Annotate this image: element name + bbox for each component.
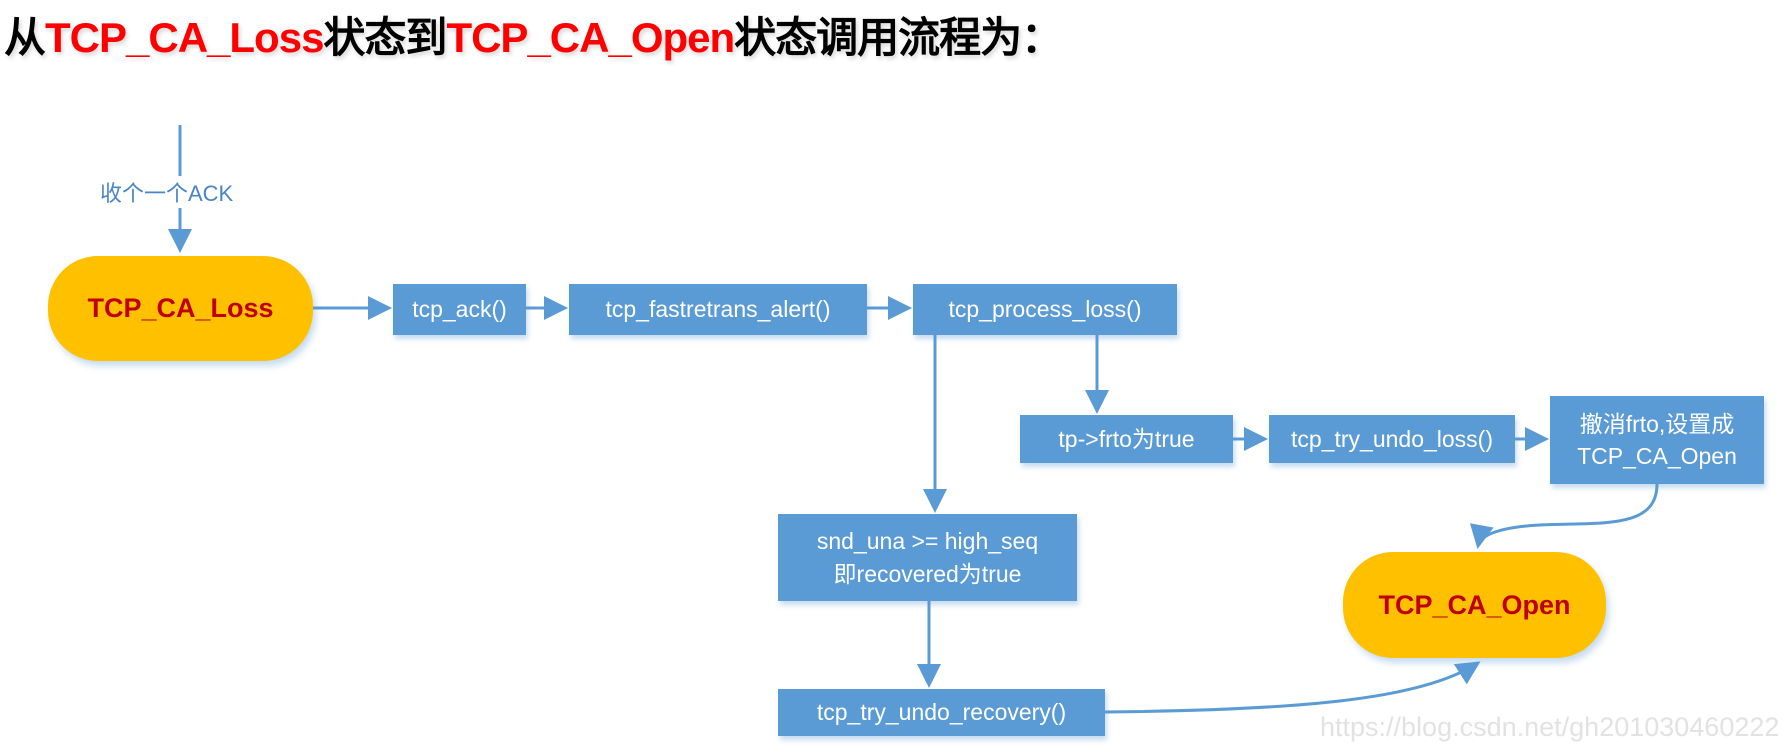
title-text: 从 xyxy=(4,14,46,61)
node-cancel-frto-line1: 撤消frto,设置成 xyxy=(1579,410,1735,437)
node-cancel-frto: 撤消frto,设置成 TCP_CA_Open xyxy=(1550,396,1764,484)
node-recovered: snd_una >= high_seq 即recovered为true xyxy=(778,514,1077,601)
node-tcp-try-undo-loss: tcp_try_undo_loss() xyxy=(1269,415,1515,463)
arrow-cancel-to-open xyxy=(1469,483,1659,549)
node-tcp-process-loss: tcp_process_loss() xyxy=(913,284,1177,335)
trigger-label: 收个一个ACK xyxy=(100,176,234,208)
title-text: 状态到 xyxy=(323,14,447,61)
node-frto-true: tp->frto为true xyxy=(1020,415,1233,463)
page-title: 从TCP_CA_Loss状态到TCP_CA_Open状态调用流程为： xyxy=(4,4,1063,65)
node-recovered-line2: 即recovered为true xyxy=(833,560,1022,587)
node-tcp-ack: tcp_ack() xyxy=(393,284,526,335)
state-tcp-ca-open: TCP_CA_Open xyxy=(1343,552,1606,658)
title-text: 状态调用流程为： xyxy=(734,14,1063,61)
arrow-undo-recovery-to-open xyxy=(1104,661,1481,714)
title-state-from: TCP_CA_Loss xyxy=(45,14,324,61)
title-state-to: TCP_CA_Open xyxy=(446,14,735,61)
watermark: https://blog.csdn.net/gh201030460222 xyxy=(1320,712,1780,742)
node-tcp-fastretrans-alert: tcp_fastretrans_alert() xyxy=(569,284,867,335)
node-tcp-try-undo-recovery: tcp_try_undo_recovery() xyxy=(778,689,1105,736)
node-recovered-line1: snd_una >= high_seq xyxy=(816,528,1039,555)
node-cancel-frto-line2: TCP_CA_Open xyxy=(1577,443,1737,469)
state-tcp-ca-loss: TCP_CA_Loss xyxy=(48,256,313,361)
